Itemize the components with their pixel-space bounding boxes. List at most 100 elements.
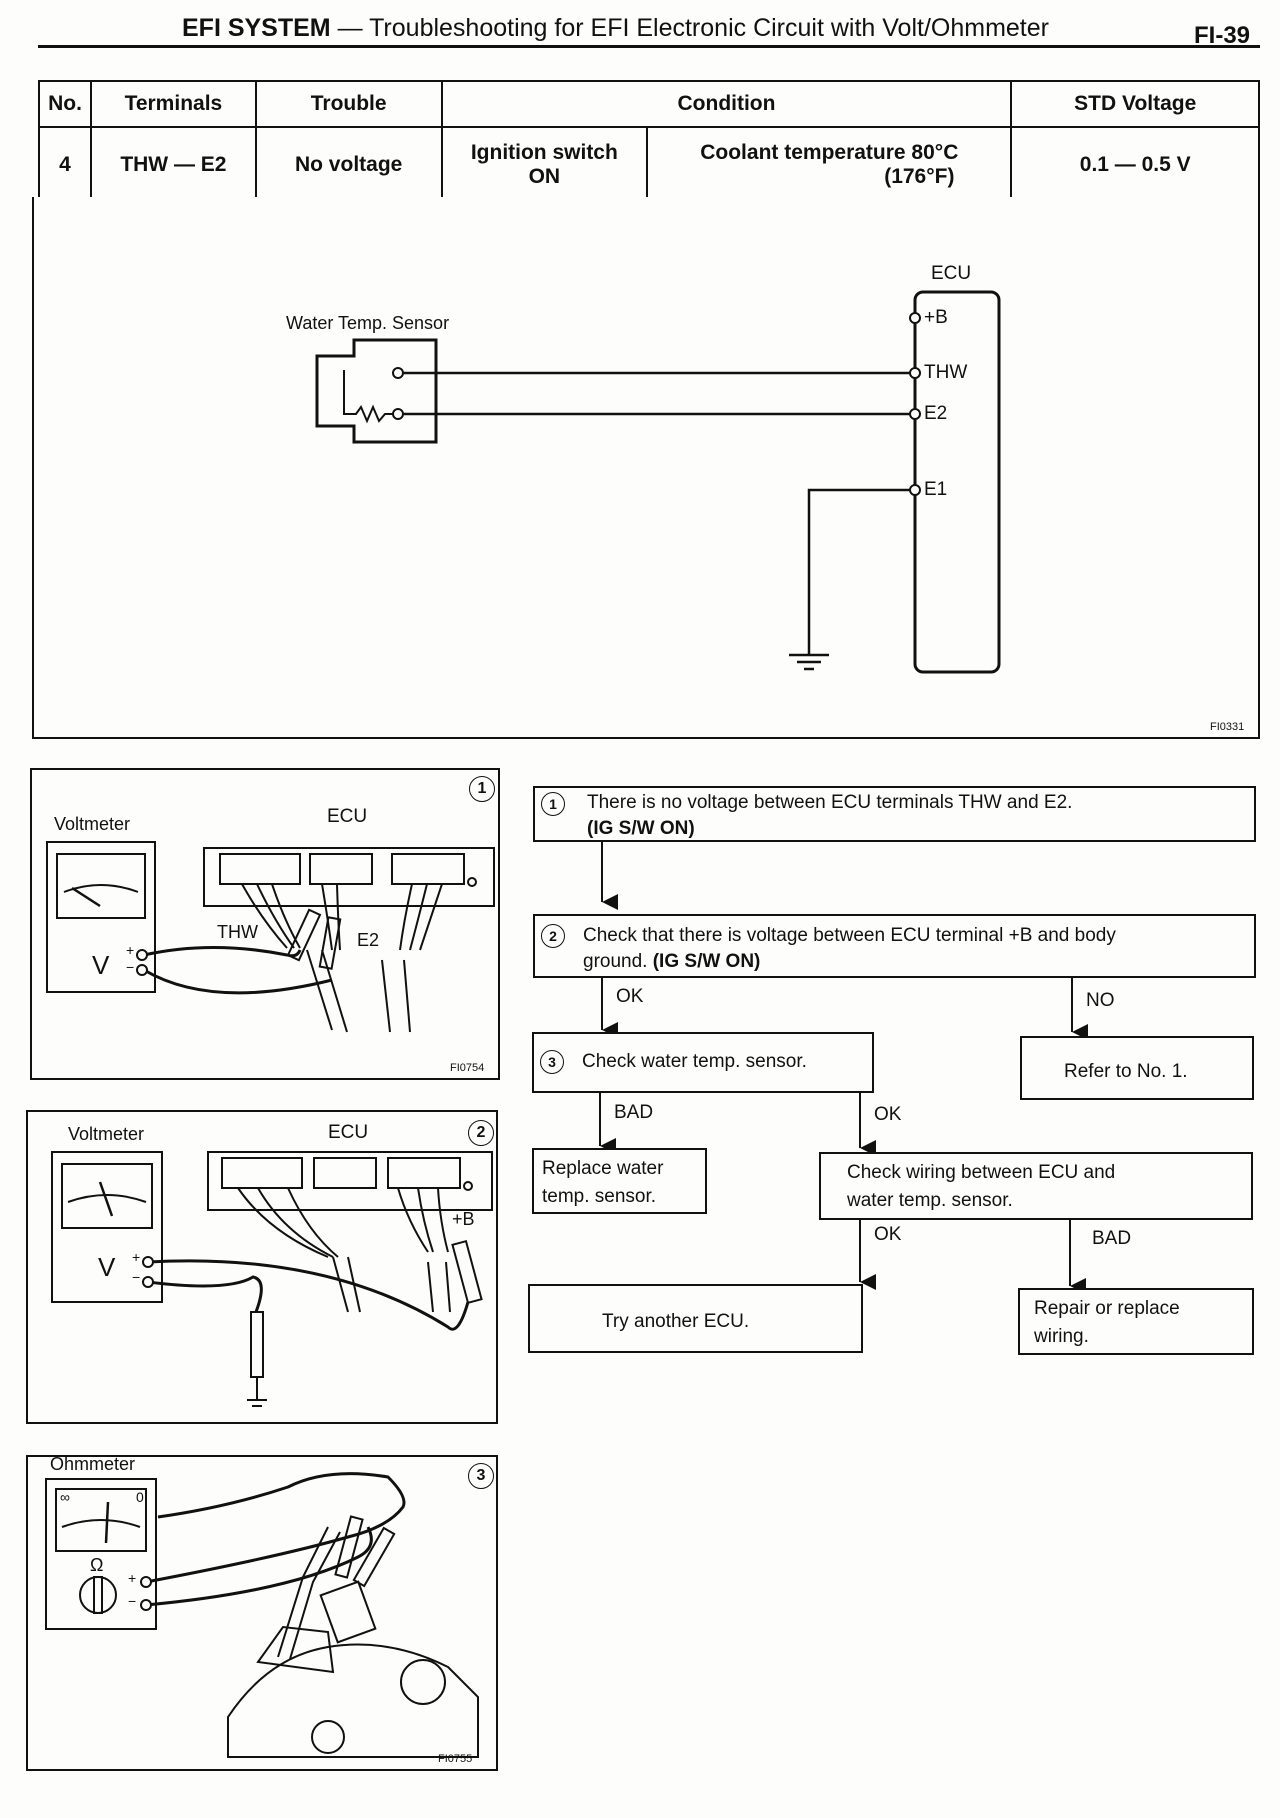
flow-step-2-sub: (IG S/W ON) [652,951,761,972]
fig3-engine-sketch [227,1643,479,1758]
wire-e1 [807,488,915,655]
ecu-box [913,290,1001,674]
terminal-thw-dot [909,367,921,379]
cell-condition-ignition: Ignition switch ON [440,126,649,204]
fig2-drawing [51,1151,493,1407]
flow-step-1-text: There is no voltage between ECU terminal… [587,792,1073,813]
flow-wiring-box: Check wiring between ECU and water temp.… [819,1152,1253,1220]
col-trouble: Trouble [254,80,443,128]
system-name: EFI SYSTEM [182,14,331,42]
fig2-voltmeter-b: 2 Voltmeter ECU +B V + − [26,1110,498,1424]
cell-trouble: No voltage [254,126,443,204]
sensor-pin-2 [392,408,404,420]
flow-step-3-text: Check water temp. sensor. [582,1051,807,1072]
flow-wiring-line1: Check wiring between ECU and [847,1162,1116,1183]
fig2-v-label: V [98,1252,116,1282]
fig3-infinity-mark: ∞ [60,1489,70,1505]
fig1-voltmeter-thw-e2: 1 Voltmeter ECU THW E2 V + − FI0754 [30,768,500,1080]
fig2-ecu-block [207,1151,493,1211]
resistor-icon [344,404,396,424]
col-terminals: Terminals [89,80,257,128]
spec-table: No. Terminals Trouble Condition STD Volt… [38,80,1260,204]
cell-std: 0.1 — 0.5 V [1010,126,1260,204]
schematic-fig-code: FI0331 [1210,721,1245,733]
terminal-e2-label: E2 [924,403,948,424]
fig1-plus: + [126,942,135,958]
flow-step-1-sub: (IG S/W ON) [587,818,695,839]
flow-no-1: NO [1086,990,1115,1011]
flow-step-2-text1: Check that there is voltage between ECU … [583,925,1116,946]
terminal-e1-label: E1 [924,479,948,500]
page-title: EFI SYSTEM — Troubleshooting for EFI Ele… [182,14,1049,43]
terminal-b-dot [909,312,921,324]
fig2-voltmeter-label: Voltmeter [68,1124,145,1144]
flow-refer-text: Refer to No. 1. [1064,1061,1188,1082]
fig2-lead-plus [147,1259,470,1331]
flow-replace-line2: temp. sensor. [542,1186,657,1207]
cell-terminals: THW — E2 [89,126,257,204]
schematic-panel: Water Temp. Sensor ECU +B THW E2 E1 FI03… [32,197,1260,739]
fig1-meter-body [46,841,156,993]
fig1-e2-label: E2 [357,930,380,950]
flow-step-1: 1 There is no voltage between ECU termin… [533,786,1256,842]
flow-step-3: 3 Check water temp. sensor. [532,1032,874,1093]
col-no: No. [38,80,92,128]
flow-replace-line1: Replace water [542,1158,664,1179]
fig2-lead-minus [147,1275,263,1313]
flow-step-3-number: 3 [540,1050,564,1074]
flow-bad-1: BAD [614,1102,654,1123]
flow-repair-line1: Repair or replace [1034,1298,1180,1319]
cond-ign-line2: ON [528,165,561,188]
flow-repair-line2: wiring. [1034,1326,1089,1347]
fig3-ohmmeter-label: Ohmmeter [50,1454,136,1474]
flow-refer-box: Refer to No. 1. [1020,1036,1254,1100]
flow-step-2: 2 Check that there is voltage between EC… [533,914,1256,978]
fig1-thw-label: THW [217,922,258,942]
flow-ok-3: OK [874,1224,902,1245]
cond-ign-line1: Ignition switch [470,141,618,164]
fig3-drawing [45,1472,479,1758]
fig1-v-label: V [92,950,110,980]
fig1-minus: − [126,959,135,975]
fig1-drawing [46,841,495,1033]
col-condition: Condition [440,80,1013,128]
spec-header-row: No. Terminals Trouble Condition STD Volt… [38,80,1260,128]
flow-wiring-line2: water temp. sensor. [847,1190,1013,1211]
fig3-lead-plus [145,1472,406,1584]
fig3-omega-icon: Ω [90,1555,104,1575]
fig1-ecu-block [203,847,495,907]
flow-step-2-number: 2 [541,924,565,948]
cell-no: 4 [38,126,92,204]
fig3-meter-body [45,1478,157,1630]
terminal-e1-dot [909,484,921,496]
fig1-number: 1 [469,776,495,802]
fig3-ohmmeter-sensor: 3 Ohmmeter ∞ 0 Ω + − FI0755 [26,1454,498,1771]
cell-condition-coolant: Coolant temperature 80°C (176°F) [646,126,1013,204]
schematic-drawing [315,290,1001,674]
col-std: STD Voltage [1010,80,1260,128]
flow-bad-2: BAD [1092,1228,1132,1249]
fig2-b-label: +B [452,1209,475,1229]
title-dash: — [337,14,363,42]
schematic-ecu-label: ECU [931,263,972,284]
fig1-lead-minus [143,968,333,995]
flow-ok-2: OK [874,1104,902,1125]
cond-cool-line1: Coolant temperature 80°C [700,141,959,164]
fig3-zero-mark: 0 [136,1489,144,1505]
flow-try-box: Try another ECU. [528,1284,863,1353]
fig2-number: 2 [468,1120,494,1146]
page-number: FI-39 [1194,22,1251,49]
flow-try-text: Try another ECU. [602,1311,750,1332]
fig3-plus: + [128,1570,137,1586]
cond-cool-line2: (176°F) [884,165,955,188]
fig2-plus: + [132,1249,141,1265]
sensor-pin-1 [392,367,404,379]
fig2-ecu-label: ECU [328,1122,369,1143]
sensor-label: Water Temp. Sensor [286,313,450,333]
sensor-body [315,338,438,444]
terminal-e2-dot [909,408,921,420]
fig3-fig-code: FI0755 [438,1753,473,1765]
fig2-minus: − [132,1269,141,1285]
fig3-selector-knob [79,1576,117,1614]
fig1-lead-plus [143,946,302,958]
